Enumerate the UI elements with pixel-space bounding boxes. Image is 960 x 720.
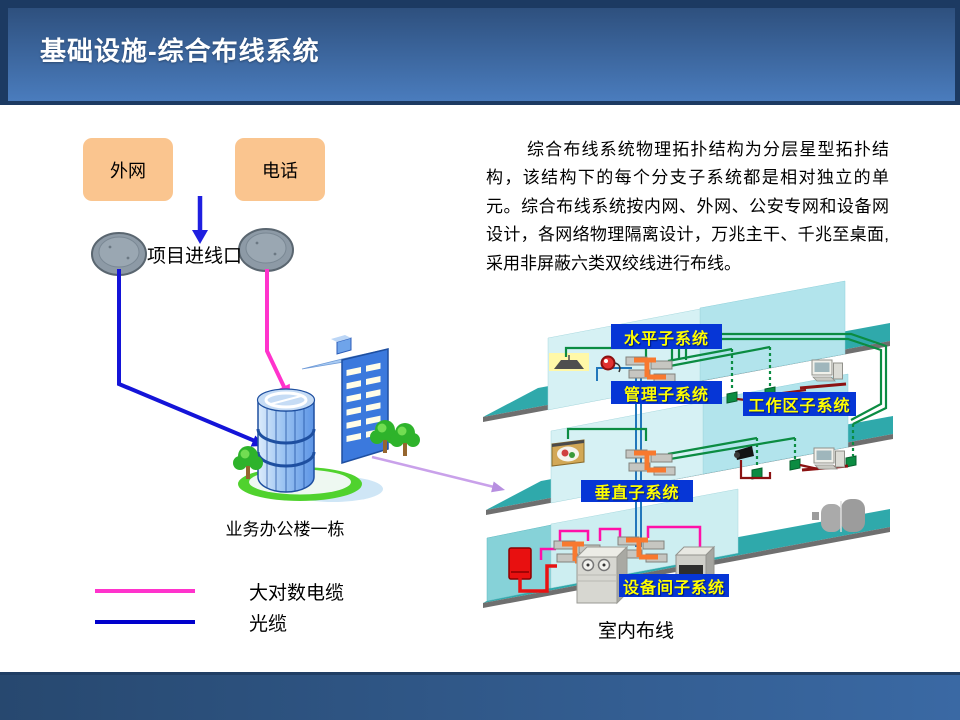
fire-alarm-icon bbox=[600, 355, 616, 371]
horizontal-subsystem-label: 水平子系统 bbox=[611, 324, 722, 349]
top-floor-wiring bbox=[549, 332, 888, 456]
middle-floor-wiring bbox=[551, 427, 857, 480]
telephone-label: 电话 bbox=[262, 160, 298, 181]
av-box-icon bbox=[551, 439, 585, 467]
header-gradient: 基础设施-综合布线系统 bbox=[8, 8, 955, 101]
ceiling-light-icon bbox=[554, 360, 584, 369]
water-tank-icon bbox=[812, 499, 865, 532]
fiber-cable-run bbox=[117, 269, 265, 447]
wall-outlet-icon bbox=[726, 391, 738, 404]
feed-arrow bbox=[192, 196, 208, 244]
legend-copper-label: 大对数电缆 bbox=[249, 583, 345, 604]
camera-icon bbox=[734, 446, 754, 460]
workstation-icon bbox=[813, 447, 845, 470]
workstation-icon bbox=[811, 359, 843, 382]
external-network-label: 外网 bbox=[110, 160, 146, 181]
manhole-right-icon bbox=[238, 228, 294, 272]
office-building-icon bbox=[233, 335, 420, 502]
patch-panel-icon bbox=[626, 450, 675, 475]
description-paragraph: 综合布线系统物理拓扑结构为分层星型拓扑结构，该结构下的每个分支子系统都是相对独立… bbox=[486, 140, 889, 273]
slide-header: 基础设施-综合布线系统 bbox=[0, 0, 960, 105]
legend-fiber-line bbox=[95, 620, 195, 624]
indoor-wiring-caption: 室内布线 bbox=[597, 621, 674, 642]
legend-copper-line bbox=[95, 589, 195, 593]
legend-fiber-label: 光缆 bbox=[249, 614, 288, 635]
fire-cabinet-icon bbox=[508, 547, 532, 580]
office-building-label: 业务办公楼一栋 bbox=[225, 520, 345, 539]
page-title: 基础设施-综合布线系统 bbox=[40, 36, 320, 66]
patch-panel-icon bbox=[626, 357, 675, 382]
telephone-box: 电话 bbox=[235, 138, 325, 201]
workarea-subsystem-label: 工作区子系统 bbox=[743, 392, 856, 416]
building-to-indoor-link bbox=[371, 455, 505, 493]
slide-footer bbox=[0, 672, 960, 720]
project-inlet-label: 项目进线口 bbox=[147, 246, 243, 267]
vertical-subsystem-label: 垂直子系统 bbox=[581, 480, 693, 502]
manhole-left-icon bbox=[91, 232, 147, 276]
copper-cable-run bbox=[265, 269, 290, 398]
external-network-box: 外网 bbox=[83, 138, 173, 201]
equipment-room-subsystem-label: 设备间子系统 bbox=[619, 574, 729, 597]
management-subsystem-label: 管理子系统 bbox=[611, 381, 722, 404]
wall-outlet-icon bbox=[789, 458, 801, 471]
equipment-rack-icon bbox=[575, 545, 629, 605]
